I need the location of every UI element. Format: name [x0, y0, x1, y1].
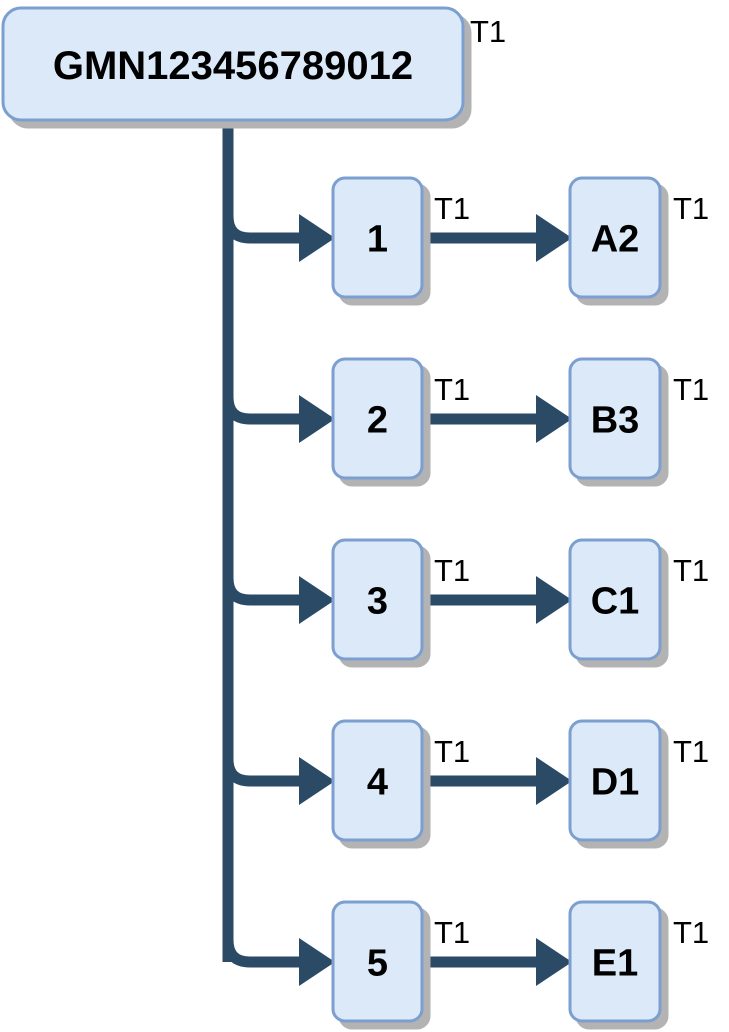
connector-arrow-1-shaft [422, 232, 537, 244]
leaf-node-1-tag: T1 [673, 191, 709, 226]
middle-node-3-tag: T1 [434, 553, 470, 588]
leaf-node-1-box[interactable] [568, 176, 662, 299]
leaf-node-1[interactable]: A2 [568, 176, 662, 299]
branch-arrowhead-4 [299, 757, 335, 805]
branch-elbow-3 [222, 564, 299, 606]
connector-arrow-2 [422, 395, 572, 443]
middle-node-3[interactable]: 3 [331, 538, 424, 661]
middle-node-4-tag: T1 [434, 734, 470, 769]
middle-node-1-label: 1 [367, 219, 388, 261]
connector-arrow-3 [422, 576, 572, 624]
leaf-node-5[interactable]: E1 [568, 900, 662, 1023]
leaf-node-3-box[interactable] [568, 538, 662, 661]
middle-node-2[interactable]: 2 [331, 357, 424, 480]
connector-arrow-3-shaft [422, 594, 537, 606]
connector-arrow-5-shaft [422, 956, 537, 968]
middle-node-4-label: 4 [367, 762, 388, 804]
middle-node-1-tag: T1 [434, 191, 470, 226]
connector-arrow-2-head [536, 395, 572, 443]
middle-node-3-label: 3 [367, 581, 388, 623]
branch-elbow-1 [222, 202, 299, 244]
leaf-node-5-tag: T1 [673, 915, 709, 950]
branch-arrowhead-5 [299, 938, 335, 986]
leaf-node-3-label: C1 [591, 581, 640, 623]
leaf-node-2[interactable]: B3 [568, 357, 662, 480]
connector-arrow-5 [422, 938, 572, 986]
node-layer: GMN123456789012 1 A2 2 B3 3 C1 4 D1 5 E1 [1, 6, 662, 1023]
middle-node-1[interactable]: 1 [331, 176, 424, 299]
branch-arrowhead-2 [299, 395, 335, 443]
middle-node-4-box[interactable] [331, 719, 424, 842]
middle-node-3-box[interactable] [331, 538, 424, 661]
connector-arrow-1-head [536, 214, 572, 262]
connector-arrow-2-shaft [422, 413, 537, 425]
middle-node-2-tag: T1 [434, 372, 470, 407]
connector-layer [222, 120, 572, 986]
branch-elbow-2 [222, 383, 299, 425]
leaf-node-2-tag: T1 [673, 372, 709, 407]
root-node-box[interactable] [1, 6, 465, 122]
leaf-node-4[interactable]: D1 [568, 719, 662, 842]
middle-node-5-box[interactable] [331, 900, 424, 1023]
root-node-tag: T1 [470, 14, 506, 49]
leaf-node-4-label: D1 [591, 762, 640, 804]
leaf-node-3-tag: T1 [673, 553, 709, 588]
connector-arrow-4-shaft [422, 775, 537, 787]
middle-node-2-label: 2 [367, 400, 388, 442]
leaf-node-2-box[interactable] [568, 357, 662, 480]
middle-node-4[interactable]: 4 [331, 719, 424, 842]
leaf-node-1-label: A2 [591, 219, 640, 261]
middle-node-2-box[interactable] [331, 357, 424, 480]
branch-elbow-5 [222, 926, 299, 968]
leaf-node-3[interactable]: C1 [568, 538, 662, 661]
connector-arrow-1 [422, 214, 572, 262]
branch-arrowhead-1 [299, 214, 335, 262]
middle-node-5-label: 5 [367, 943, 388, 985]
branch-arrowhead-3 [299, 576, 335, 624]
root-node-label: GMN123456789012 [53, 44, 413, 88]
middle-node-5[interactable]: 5 [331, 900, 424, 1023]
leaf-node-4-box[interactable] [568, 719, 662, 842]
leaf-node-2-label: B3 [591, 400, 640, 442]
branch-elbow-4 [222, 745, 299, 787]
middle-node-5-tag: T1 [434, 915, 470, 950]
connector-arrow-4 [422, 757, 572, 805]
root-node[interactable]: GMN123456789012 [1, 6, 465, 122]
connector-arrow-4-head [536, 757, 572, 805]
leaf-node-5-label: E1 [592, 943, 638, 985]
middle-node-1-box[interactable] [331, 176, 424, 299]
connector-arrow-3-head [536, 576, 572, 624]
connector-arrow-5-head [536, 938, 572, 986]
leaf-node-5-box[interactable] [568, 900, 662, 1023]
leaf-node-4-tag: T1 [673, 734, 709, 769]
